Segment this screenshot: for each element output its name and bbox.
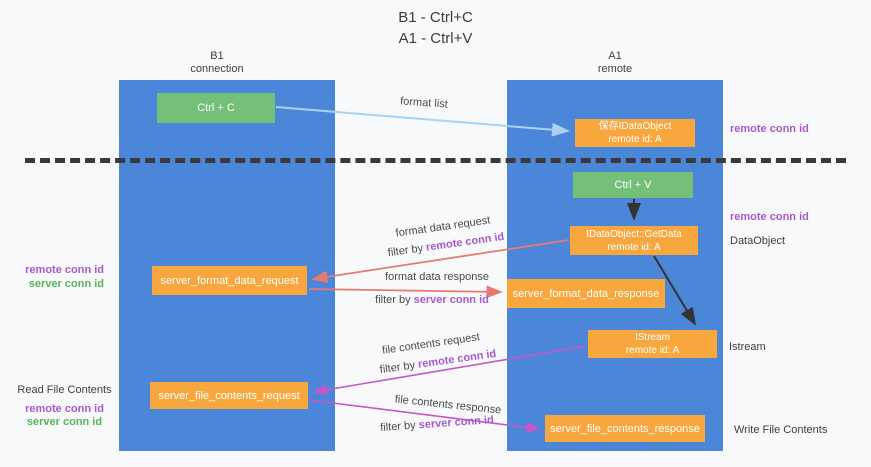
ctrl-v-label: Ctrl + V (614, 179, 652, 191)
annotation-left-server-conn-id: server conn id (28, 278, 104, 290)
arrow-format-data-response (308, 285, 503, 299)
annotation-istream: Istream (729, 341, 766, 353)
annotation-read-file-contents: Read File Contents (17, 384, 112, 396)
box-server-file-contents-request: server_file_contents_request (150, 382, 308, 409)
filter-by-text: filter by (379, 359, 416, 377)
lane-header-b1: B1 connection (109, 50, 325, 76)
server-file-contents-response-label: server_file_contents_response (550, 422, 700, 435)
annotation-write-file-contents: Write File Contents (734, 424, 828, 436)
server-conn-id-key: server conn id (413, 294, 489, 306)
annotation-left-conn-ids: remote conn id server conn id (14, 263, 104, 291)
annotation-remote-conn-id-top: remote conn id (730, 123, 809, 135)
box-istream: IStream remote id: A (588, 330, 717, 358)
box-ctrl-v: Ctrl + V (573, 172, 693, 198)
box-server-format-data-response: server_format_data_response (507, 279, 665, 308)
annotation-left-remote-conn-id: remote conn id (25, 264, 104, 276)
istream-line2: remote id: A (625, 345, 680, 356)
box-ctrl-c: Ctrl + C (157, 93, 275, 123)
lane-header-a1: A1 remote (507, 50, 723, 76)
annotation-left2-server-conn-id: server conn id (26, 416, 103, 428)
filter-by-text: filter by (375, 294, 411, 306)
annotation-remote-conn-id-mid: remote conn id (730, 211, 809, 223)
remote-conn-id-key: remote conn id (425, 230, 505, 254)
label-file-contents-response: file contents response (394, 393, 502, 417)
label-format-data-response: format data response (385, 271, 489, 283)
filter-by-text: filter by (387, 242, 424, 260)
filter-by-text: filter by (379, 419, 417, 434)
annotation-left2-remote-conn-id: remote conn id (25, 403, 104, 415)
lane-b1-role: connection (190, 63, 244, 75)
lane-b1-name: B1 (210, 50, 224, 62)
label-format-list: format list (399, 95, 449, 111)
title-line-2: A1 - Ctrl+V (398, 30, 473, 47)
lane-a1-name: A1 (608, 50, 622, 62)
ctrl-c-label: Ctrl + C (197, 102, 235, 114)
save-idataobject-line2: remote id: A (608, 134, 662, 145)
istream-line1: IStream (634, 332, 670, 343)
remote-conn-id-key: remote conn id (417, 347, 497, 371)
annotation-dataobject: DataObject (730, 235, 786, 247)
server-conn-id-key: server conn id (418, 414, 495, 432)
diagram-title: B1 - Ctrl+C A1 - Ctrl+V (0, 7, 871, 49)
server-format-data-request-label: server_format_data_request (160, 274, 299, 287)
box-server-format-data-request: server_format_data_request (152, 266, 307, 295)
box-idataobject-getdata: IDataObject::GetData remote id: A (570, 226, 698, 255)
title-line-1: B1 - Ctrl+C (398, 9, 473, 26)
label-filter-server-conn-id-1: filter by server conn id (375, 294, 489, 306)
server-format-data-response-label: server_format_data_response (512, 287, 660, 300)
box-server-file-contents-response: server_file_contents_response (545, 415, 705, 442)
label-filter-server-conn-id-2: filter by server conn id (380, 414, 494, 434)
save-idataobject-line1: 保存IDataObject (598, 121, 672, 132)
dashed-divider (25, 158, 846, 163)
box-save-idataobject: 保存IDataObject remote id: A (575, 119, 695, 147)
getdata-line2: remote id: A (607, 241, 661, 253)
server-file-contents-request-label: server_file_contents_request (158, 389, 300, 402)
annotation-read-file-contents-group: Read File Contents remote conn id server… (12, 384, 117, 429)
lane-a1-role: remote (597, 63, 633, 75)
getdata-line1: IDataObject::GetData (586, 228, 682, 240)
